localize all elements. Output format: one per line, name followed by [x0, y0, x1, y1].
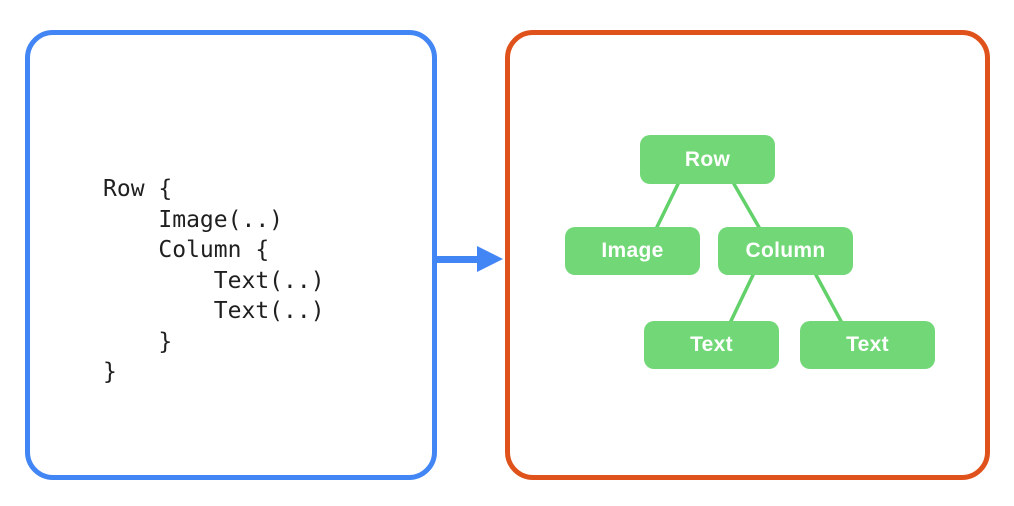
- tree-node-text-1: Text: [644, 321, 779, 369]
- tree-node-row: Row: [640, 135, 775, 184]
- tree-node-column: Column: [718, 227, 853, 275]
- arrow-head: [477, 246, 503, 272]
- edge-row-image: [654, 182, 680, 231]
- edge-row-column: [732, 182, 762, 231]
- tree-panel: Row Image Column Text Text: [505, 30, 990, 480]
- tree-node-image: Image: [565, 227, 700, 275]
- edge-column-text-1: [728, 273, 755, 325]
- code-panel: Row { Image(..) Column { Text(..) Text(.…: [25, 30, 437, 480]
- tree-edges: [654, 182, 844, 325]
- code-snippet: Row { Image(..) Column { Text(..) Text(.…: [103, 176, 325, 385]
- arrow-shaft: [433, 256, 481, 263]
- tree-node-text-2: Text: [800, 321, 935, 369]
- edge-column-text-2: [814, 273, 844, 325]
- arrow-icon: [433, 246, 503, 272]
